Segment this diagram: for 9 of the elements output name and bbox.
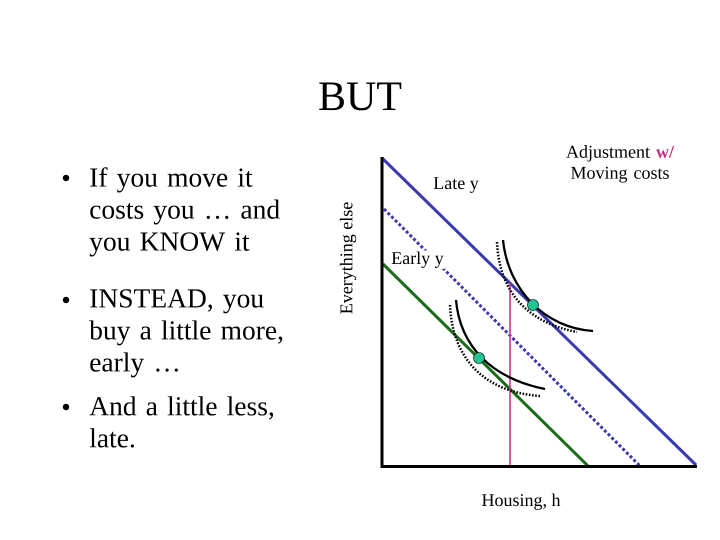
axis-label: Everything else — [340, 202, 356, 314]
bullet-text: INSTEAD, you buy a little more, early … — [89, 289, 282, 378]
bullet-text: If you move it costs you … and you KNOW it — [90, 167, 280, 256]
axis-label: Housing, h — [482, 494, 560, 510]
slide-title: BUT — [319, 82, 402, 110]
line-label: Late y — [434, 177, 479, 193]
line-label: Early y — [390, 250, 445, 269]
bullet-text: And a little less, late. — [89, 396, 274, 448]
annotation: Adjustment w/ Moving costs — [566, 145, 674, 183]
